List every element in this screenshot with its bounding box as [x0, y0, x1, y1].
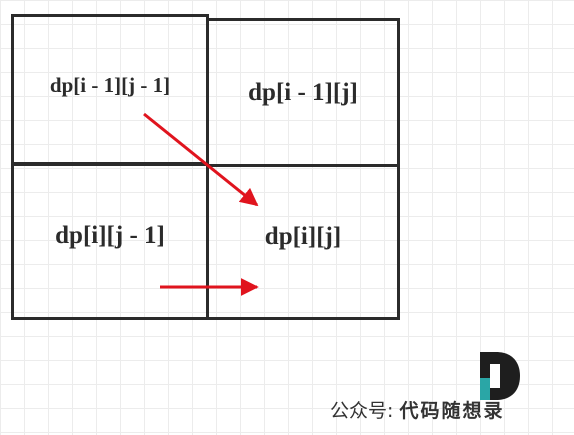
cell-label-bottom-right: dp[i][j] — [264, 223, 342, 250]
watermark-brand: 代码随想录 — [399, 400, 505, 422]
watermark: 公众号: 代码随想录 — [330, 396, 504, 423]
cell-label-bottom-left: dp[i][j - 1] — [55, 222, 165, 249]
cell-dp-i-j: dp[i][j] — [206, 164, 400, 320]
watermark-prefix: 公众号: — [330, 400, 400, 422]
cell-label-top-left: dp[i - 1][j - 1] — [49, 72, 171, 97]
D-logo-icon — [480, 352, 520, 400]
arrow-diagonal-icon — [143, 112, 259, 207]
cell-label-top-right: dp[i - 1][j] — [248, 78, 358, 106]
